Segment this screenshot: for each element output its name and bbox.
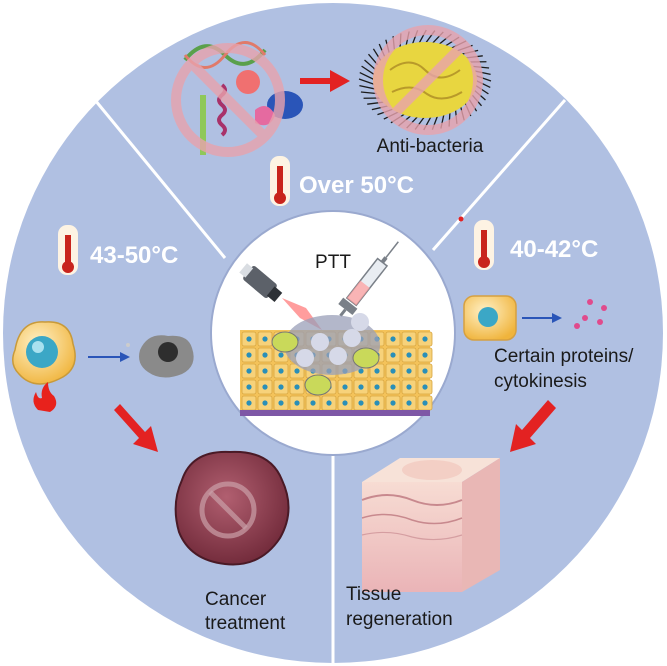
arrow-icon	[510, 400, 556, 452]
arrow-icon	[88, 352, 130, 362]
thermometer-icon	[474, 220, 494, 270]
fire-icon	[33, 382, 57, 412]
tissue-cells-illustration	[240, 313, 433, 416]
arrow-icon	[300, 70, 350, 92]
syringe-icon	[338, 241, 399, 317]
anti-bacteria-label: Anti-bacteria	[377, 136, 484, 157]
tissue-label-line2: regeneration	[346, 609, 453, 630]
dead-cell-illustration	[126, 335, 194, 378]
tissue-label-line1: Tissue	[346, 584, 401, 605]
temp-40-42: 40-42°C	[510, 236, 598, 263]
tumor-cell-illustration	[12, 321, 76, 385]
prohibit-icon	[373, 25, 483, 135]
thermometer-icon	[58, 225, 78, 275]
proteins-label-line1: Certain proteins/	[494, 346, 634, 367]
protein-dots-illustration	[574, 299, 607, 329]
sector-dividers	[93, 99, 567, 663]
prohibit-icon	[171, 43, 285, 157]
arrow-icon	[114, 404, 158, 452]
tumor-illustration	[174, 450, 290, 566]
ptt-label: PTT	[315, 252, 351, 273]
thermometer-icon	[270, 156, 290, 206]
arrow-icon	[522, 313, 562, 323]
skin-tissue-illustration	[361, 458, 500, 592]
temp-over-50: Over 50°C	[299, 172, 414, 199]
temp-43-50: 43-50°C	[90, 242, 178, 269]
cancer-label-line1: Cancer	[205, 589, 267, 610]
proteins-label-line2: cytokinesis	[494, 371, 587, 392]
small-red-dot	[458, 216, 464, 222]
cancer-label-line2: treatment	[205, 613, 286, 634]
healthy-cell-illustration	[463, 295, 517, 341]
